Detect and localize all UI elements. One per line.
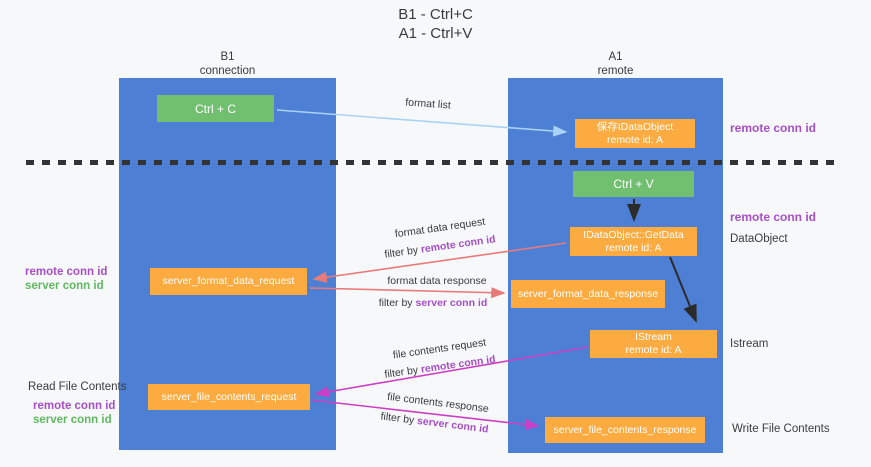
node-server-format-data-request-label: server_format_data_request xyxy=(162,275,295,287)
arrow-getdata-to-istream xyxy=(669,256,697,323)
label-server-conn-id-left-2: server conn id xyxy=(33,414,112,426)
node-server-file-contents-request-label: server_file_contents_request xyxy=(161,390,297,403)
node-istream-line2: remote id: A xyxy=(625,344,682,356)
diagram-title-line1: B1 - Ctrl+C xyxy=(398,6,473,23)
label-remote-conn-id-top-right: remote conn id xyxy=(730,121,817,135)
node-idataobject-getdata-line1: IDataObject::GetData xyxy=(583,228,684,241)
node-istream-line1: IStream xyxy=(635,331,672,343)
node-server-file-contents-response: server_file_contents_response xyxy=(545,417,705,443)
arrow-format-data-response xyxy=(309,287,506,299)
node-idataobject-getdata: IDataObject::GetData remote id: A xyxy=(570,227,697,256)
node-server-format-data-response: server_format_data_response xyxy=(511,280,665,308)
label-read-file-contents: Read File Contents xyxy=(28,381,127,393)
label-remote-conn-id-left-2: remote conn id xyxy=(33,400,116,412)
node-server-format-data-response-label: server_format_data_response xyxy=(517,287,659,300)
arrow-format-list xyxy=(276,109,568,137)
label-conn-ids-left-upper: remote conn id server conn id xyxy=(25,265,107,293)
label-istream: Istream xyxy=(730,338,769,350)
node-save-idataobject-line2: remote id: A xyxy=(606,133,664,146)
node-ctrl-c-label: Ctrl + C xyxy=(194,101,236,116)
node-save-idataobject-line1: 保存IDataObject xyxy=(596,120,674,133)
column-b1-name: B1 xyxy=(220,51,235,63)
column-a1-subtitle: remote xyxy=(597,65,634,77)
label-remote-conn-id-mid-right: remote conn id xyxy=(730,210,817,224)
node-ctrl-c: Ctrl + C xyxy=(157,95,274,122)
label-write-file-contents: Write File Contents xyxy=(732,423,830,435)
column-b1-subtitle: connection xyxy=(199,65,256,77)
label-server-conn-id-left-1: server conn id xyxy=(25,280,104,292)
column-a1-name: A1 xyxy=(608,51,623,63)
edge-label-filter-server-1: filter by server conn id xyxy=(353,297,513,309)
label-remote-conn-id-left-1: remote conn id xyxy=(25,266,108,278)
phase-separator-dashed-line xyxy=(26,160,838,165)
node-save-idataobject: 保存IDataObject remote id: A xyxy=(575,119,695,148)
node-server-file-contents-request: server_file_contents_request xyxy=(148,384,310,410)
node-ctrl-v-label: Ctrl + V xyxy=(613,177,654,191)
diagram-title-line2: A1 - Ctrl+V xyxy=(398,25,473,42)
column-header-b1: B1 connection xyxy=(119,50,336,78)
server-conn-id-highlight-1: server conn id xyxy=(415,297,488,309)
label-dataobject: DataObject xyxy=(730,233,788,245)
arrow-file-contents-request xyxy=(314,346,589,398)
label-conn-ids-left-lower: remote conn id server conn id xyxy=(33,399,115,427)
node-ctrl-v: Ctrl + V xyxy=(573,171,694,197)
arrow-format-data-request xyxy=(312,242,567,283)
node-idataobject-getdata-line2: remote id: A xyxy=(605,241,662,254)
edge-label-format-data-response: format data response xyxy=(387,275,487,287)
node-istream: IStream remote id: A xyxy=(590,330,717,358)
node-server-format-data-request: server_format_data_request xyxy=(150,268,307,295)
column-header-a1: A1 remote xyxy=(508,50,723,78)
node-server-file-contents-response-label: server_file_contents_response xyxy=(553,423,697,436)
arrow-file-contents-response xyxy=(310,399,540,431)
filter-by-text-2: filter by xyxy=(378,297,416,309)
